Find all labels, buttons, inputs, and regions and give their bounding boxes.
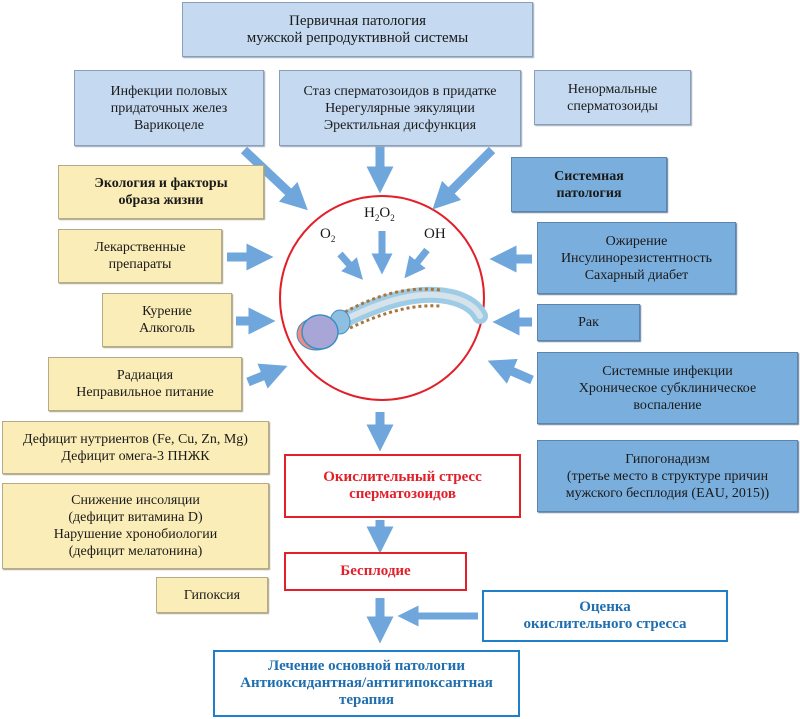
text-line: придаточных желез bbox=[110, 100, 228, 116]
primary-pathology-header: Первичная патология мужской репродуктивн… bbox=[182, 2, 533, 57]
text-line: Оценка bbox=[579, 599, 631, 615]
box-systemic-infections: Системные инфекции Хроническое субклинич… bbox=[537, 352, 798, 424]
sperm-illustration bbox=[296, 286, 488, 351]
arrow-oh bbox=[404, 247, 430, 279]
text-line: Окислительный стресс bbox=[323, 469, 482, 485]
systemic-header: Системная патология bbox=[511, 157, 667, 212]
sperm-midpiece-dots-bottom bbox=[349, 304, 441, 330]
box-drugs: Лекарственные препараты bbox=[58, 229, 222, 283]
box-accessory-gland-infections: Инфекции половых придаточных желез Варик… bbox=[74, 70, 264, 146]
sperm-head bbox=[301, 314, 339, 350]
text-line: Лекарственные bbox=[94, 240, 186, 255]
text-line: Инсулинорезистентность bbox=[560, 250, 713, 266]
text-line: Системная bbox=[554, 168, 624, 184]
text-line: Радиация bbox=[116, 368, 174, 383]
species-oh: OH bbox=[424, 226, 446, 242]
oxidative-stress-box: Окислительный стресс сперматозоидов bbox=[284, 454, 521, 518]
text-line: Нарушение хронобиологии bbox=[53, 527, 218, 542]
text-line: сперматозоидов bbox=[349, 486, 456, 502]
text-line: Снижение инсоляции bbox=[71, 493, 200, 508]
arrow-infections-to-circle bbox=[240, 146, 308, 211]
box-radiation-nutrition: Радиация Неправильное питание bbox=[48, 357, 242, 411]
text-line: воспаление bbox=[633, 397, 702, 413]
box-nutrient-deficit: Дефицит нутриентов (Fe, Cu, Zn, Mg) Дефи… bbox=[2, 421, 269, 474]
box-cancer: Рак bbox=[537, 304, 640, 341]
box-obesity-diabetes: Ожирение Инсулинорезистентность Сахарный… bbox=[537, 222, 736, 294]
text-line: Ожирение bbox=[605, 233, 668, 249]
primary-pathology-title-line: Первичная патология bbox=[289, 12, 426, 29]
text-line: сперматозоиды bbox=[567, 98, 658, 114]
assessment-box: Оценка окислительного стресса bbox=[482, 590, 728, 642]
text-line: Инфекции половых bbox=[110, 83, 228, 99]
text-line: Дефицит нутриентов (Fe, Cu, Zn, Mg) bbox=[23, 431, 248, 447]
arrow-infections-sys-to-circle bbox=[487, 359, 534, 385]
box-hypogonadism: Гипогонадизм (третье место в структуре п… bbox=[537, 440, 798, 512]
text-line: Варикоцеле bbox=[133, 117, 205, 133]
text-line: Ненормальные bbox=[567, 81, 658, 97]
box-sperm-stasis: Стаз сперматозоидов в придатке Нерегуляр… bbox=[279, 70, 521, 146]
text-line: (дефицит витамина D) bbox=[68, 510, 203, 525]
text-line: Гипоксия bbox=[183, 587, 241, 603]
text-line: Рак bbox=[578, 315, 599, 330]
text-line: (третье место в структуре причин bbox=[566, 468, 769, 484]
text-line: Антиоксидантная/антигипоксантная bbox=[240, 675, 493, 691]
ecology-header: Экология и факторы образа жизни bbox=[58, 165, 264, 219]
arrow-abnormal-to-circle bbox=[432, 146, 496, 210]
text-line: Системные инфекции bbox=[602, 363, 733, 379]
text-line: патология bbox=[556, 185, 622, 201]
text-line: препараты bbox=[108, 257, 172, 272]
text-line: Стаз сперматозоидов в придатке bbox=[303, 83, 497, 99]
species-o2: O2 bbox=[320, 226, 336, 244]
species-h2o2: H2O2 bbox=[364, 205, 395, 223]
text-line: Дефицит омега-3 ПНЖК bbox=[61, 448, 210, 464]
primary-pathology-title-line: мужской репродуктивной системы bbox=[246, 29, 469, 46]
sperm-midpiece-dots-top bbox=[344, 287, 441, 314]
box-smoking-alcohol: Курение Алкоголь bbox=[102, 293, 232, 347]
treatment-box: Лечение основной патологии Антиоксидантн… bbox=[213, 650, 520, 717]
box-insolation-chronobiology: Снижение инсоляции (дефицит витамина D) … bbox=[2, 483, 269, 569]
box-hypoxia: Гипоксия bbox=[156, 577, 268, 613]
text-line: Сахарный диабет bbox=[584, 267, 689, 283]
arrow-radiation-to-circle bbox=[246, 363, 288, 389]
text-line: (дефицит мелатонина) bbox=[68, 544, 203, 559]
text-line: окислительного стресса bbox=[523, 616, 687, 632]
text-line: Эректильная дисфункция bbox=[323, 117, 477, 133]
arrow-o2 bbox=[337, 251, 363, 280]
text-line: Хроническое субклиническое bbox=[578, 380, 757, 396]
box-abnormal-sperm: Ненормальные сперматозоиды bbox=[534, 70, 691, 125]
text-line: Экология и факторы bbox=[94, 176, 228, 191]
text-line: Бесплодие bbox=[340, 563, 411, 579]
text-line: Гипогонадизм bbox=[625, 451, 710, 467]
text-line: Алкоголь bbox=[139, 321, 195, 336]
text-line: мужского бесплодия (EAU, 2015)) bbox=[565, 485, 770, 501]
text-line: образа жизни bbox=[118, 193, 204, 208]
text-line: Курение bbox=[142, 304, 192, 319]
text-line: терапия bbox=[338, 692, 395, 708]
sperm-tail-core bbox=[337, 291, 483, 325]
text-line: Нерегулярные эякуляции bbox=[325, 100, 475, 116]
text-line: Лечение основной патологии bbox=[268, 658, 465, 674]
text-line: Неправильное питание bbox=[76, 385, 214, 400]
infertility-box: Бесплодие bbox=[284, 552, 467, 591]
